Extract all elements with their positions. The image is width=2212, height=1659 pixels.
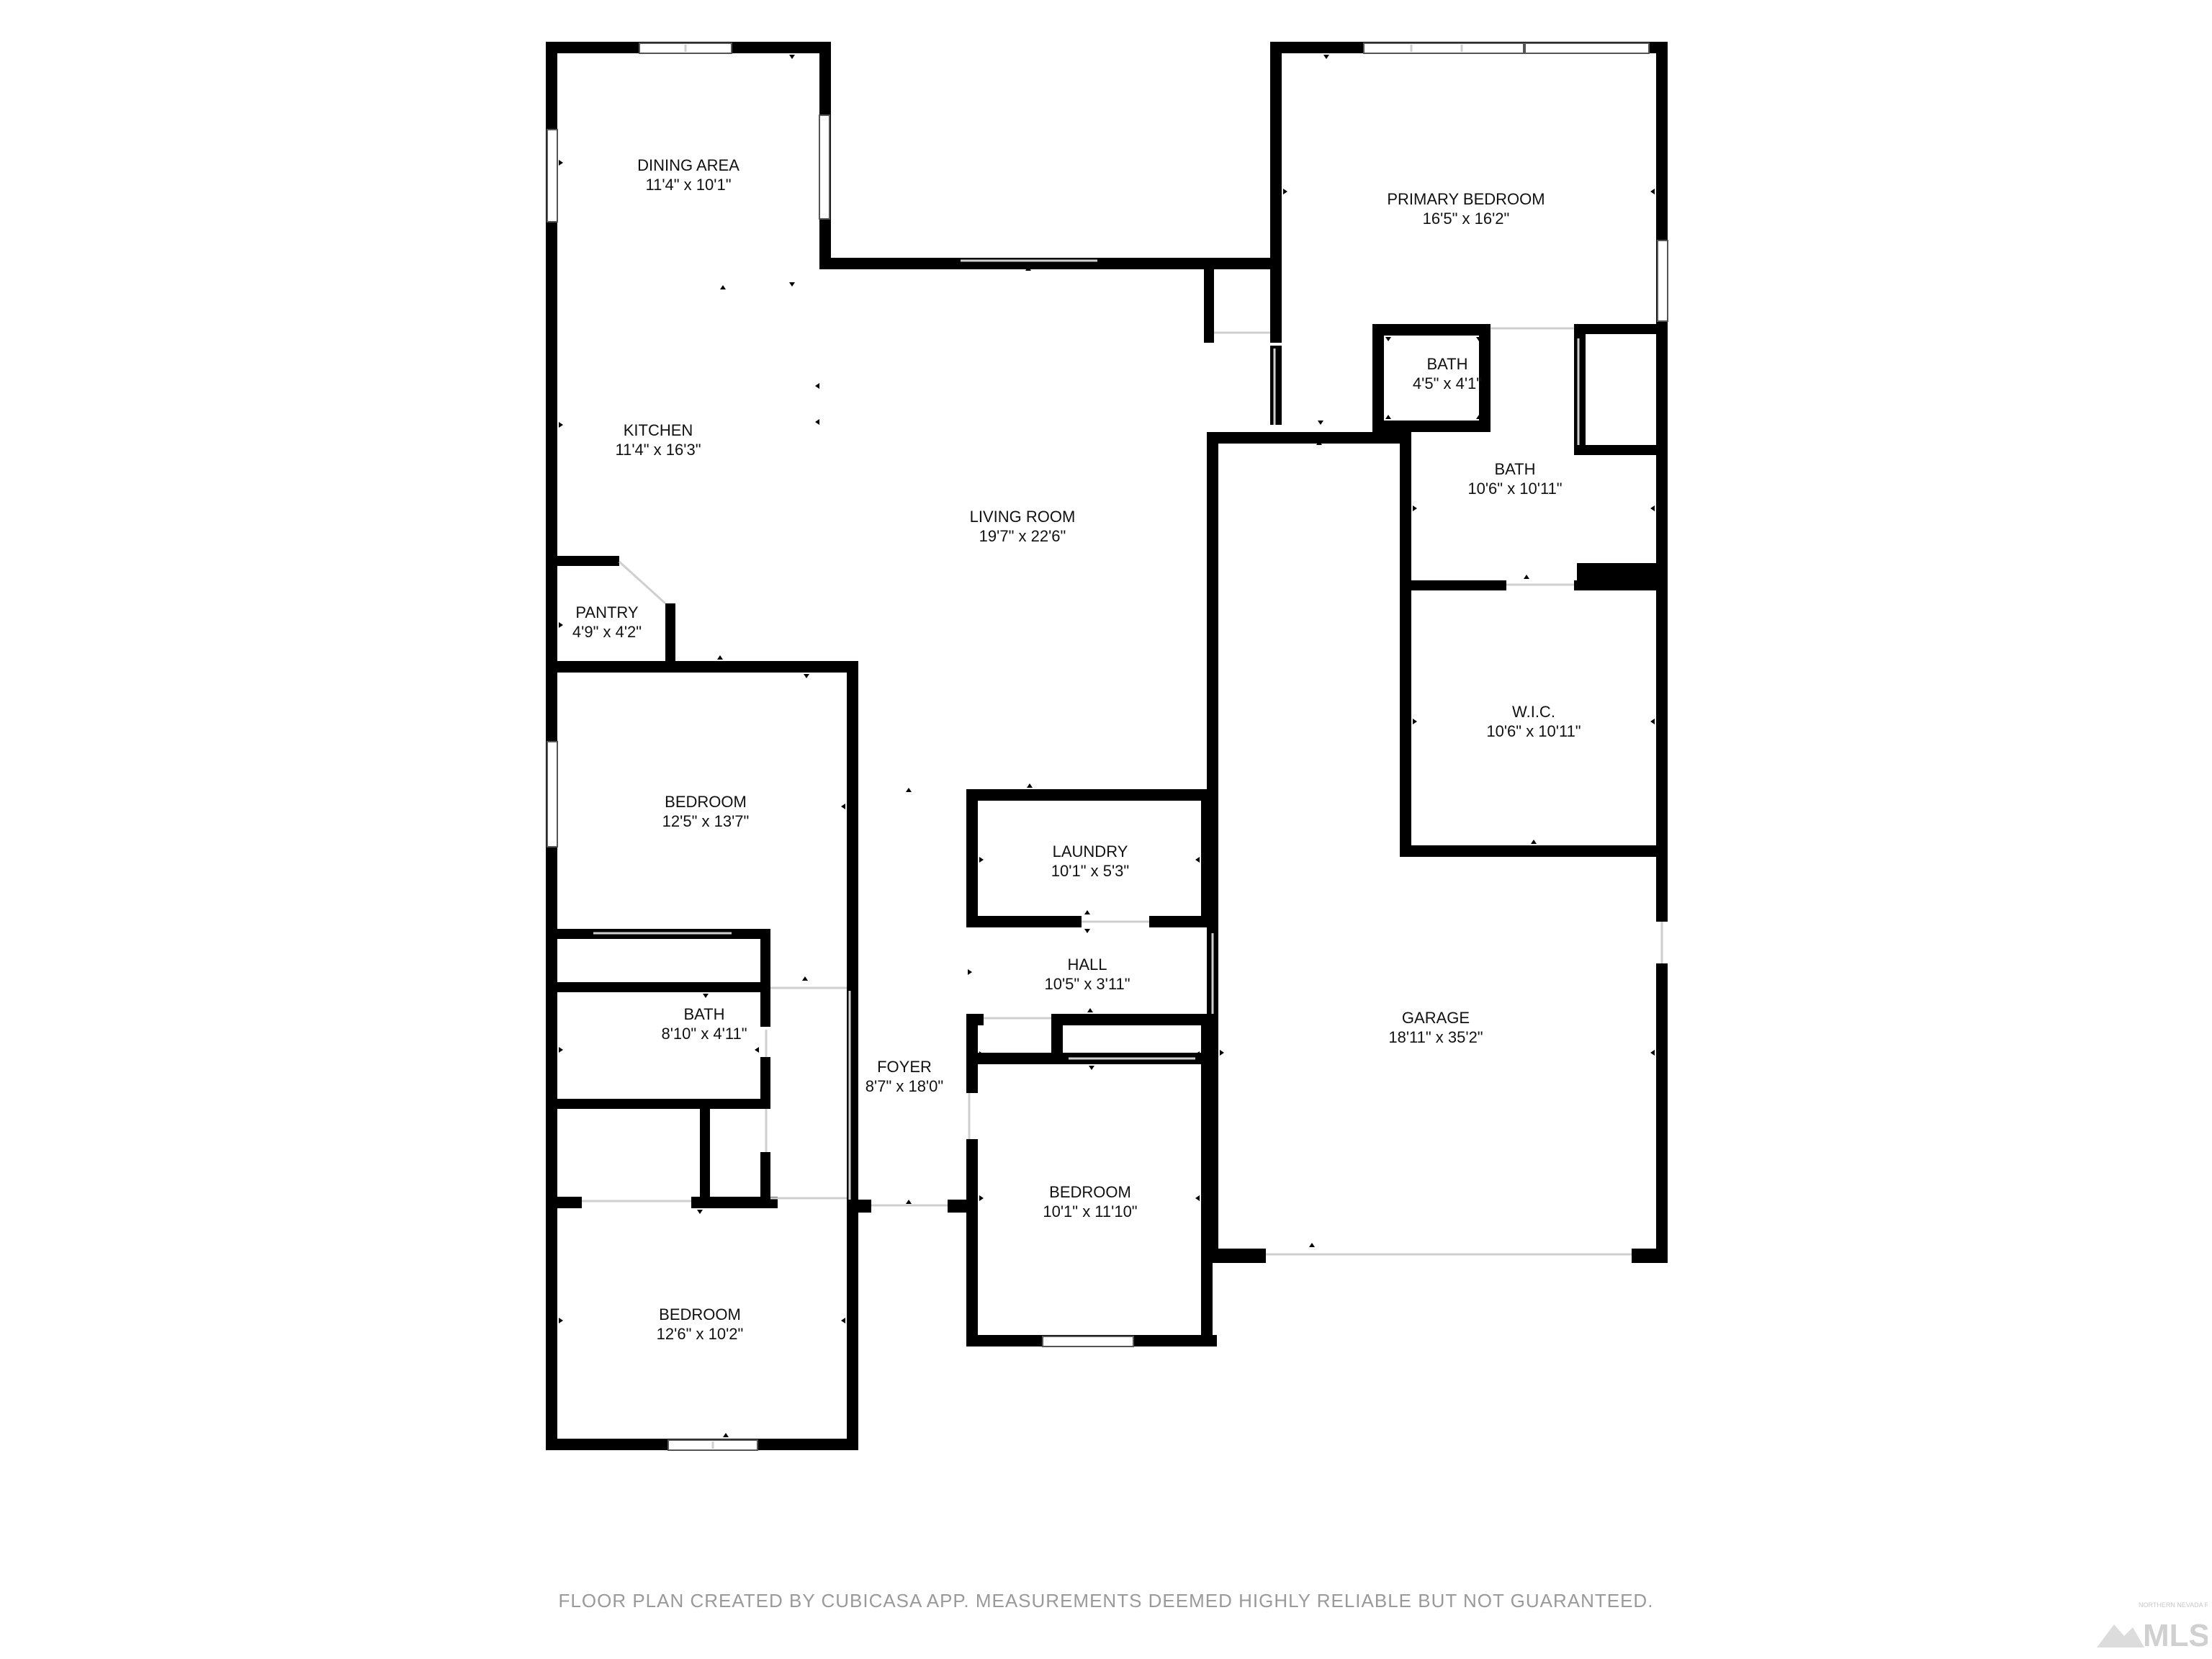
room-name-bedroom-3: BEDROOM [659, 1305, 741, 1323]
room-dims-primary: 16'5" x 16'2" [1423, 210, 1510, 228]
windows [547, 42, 1668, 1451]
room-dims-bath-primary: 10'6" x 10'11" [1467, 480, 1562, 498]
room-name-garage: GARAGE [1402, 1009, 1470, 1027]
room-dims-wic: 10'6" x 10'11" [1486, 722, 1581, 740]
room-name-laundry: LAUNDRY [1053, 842, 1128, 860]
room-name-wic: W.I.C. [1512, 703, 1555, 721]
room-dims-bath-hall: 8'10" x 4'11" [661, 1025, 747, 1043]
room-dims-foyer: 8'7" x 18'0" [866, 1077, 943, 1095]
room-dims-hall: 10'5" x 3'11" [1044, 975, 1130, 993]
room-labels: DINING AREA 11'4" x 10'1" KITCHEN 11'4" … [572, 156, 1581, 1343]
room-dims-bedroom-2: 10'1" x 11'10" [1043, 1202, 1137, 1220]
room-name-pantry: PANTRY [575, 603, 639, 621]
room-name-bath-hall: BATH [683, 1005, 724, 1023]
mls-logo-icon: NORTHERN NEVADA REGIONAL MLS [2097, 1601, 2208, 1653]
room-dims-living: 19'7" x 22'6" [979, 527, 1066, 545]
room-name-hall: HALL [1067, 956, 1107, 974]
room-dims-bedroom-1: 12'5" x 13'7" [662, 812, 750, 830]
room-dims-bath-small: 4'5" x 4'1" [1413, 374, 1482, 392]
room-dims-pantry: 4'9" x 4'2" [572, 623, 642, 641]
floor-plan-disclaimer: FLOOR PLAN CREATED BY CUBICASA APP. MEAS… [558, 1590, 1654, 1611]
room-dims-garage: 18'11" x 35'2" [1388, 1028, 1483, 1046]
room-name-bedroom-2: BEDROOM [1049, 1183, 1131, 1201]
door-markers [559, 55, 1655, 1437]
room-dims-bedroom-3: 12'6" x 10'2" [657, 1325, 744, 1343]
room-name-living: LIVING ROOM [970, 508, 1076, 526]
openings [582, 259, 1663, 1256]
room-dims-laundry: 10'1" x 5'3" [1051, 862, 1129, 880]
mls-logo-text: MLS [2143, 1618, 2208, 1653]
room-name-bath-small: BATH [1426, 355, 1467, 373]
room-name-bedroom-1: BEDROOM [665, 793, 747, 811]
walls [546, 42, 1668, 1450]
room-dims-kitchen: 11'4" x 16'3" [615, 441, 701, 459]
room-name-kitchen: KITCHEN [624, 421, 693, 439]
room-name-bath-primary: BATH [1494, 460, 1535, 478]
room-name-dining: DINING AREA [637, 156, 739, 174]
room-name-primary: PRIMARY BEDROOM [1387, 190, 1545, 208]
room-name-foyer: FOYER [877, 1058, 932, 1076]
room-dims-dining: 11'4" x 10'1" [645, 176, 731, 194]
mls-logo-subtext: NORTHERN NEVADA REGIONAL [2139, 1601, 2208, 1609]
